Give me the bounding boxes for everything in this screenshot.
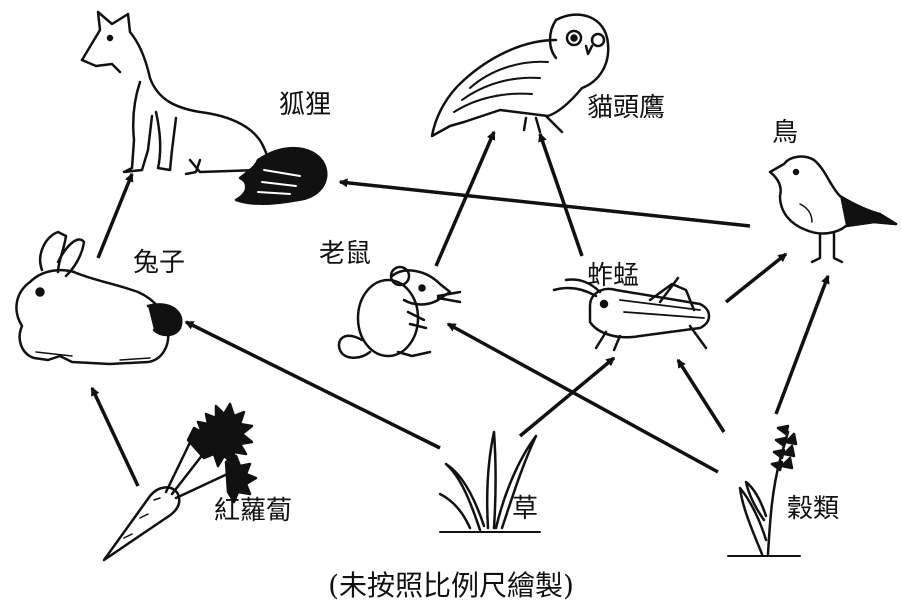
label-bird: 鳥	[772, 118, 799, 148]
grasshopper-illustration	[552, 276, 711, 352]
arrow-grain-to-mouse	[446, 322, 719, 474]
arrow-bird-to-fox	[338, 178, 751, 228]
rabbit-illustration	[15, 230, 183, 366]
label-grass: 草	[512, 494, 539, 524]
arrow-grasshopper-to-bird	[724, 252, 788, 304]
arrow-grain-to-bird	[774, 274, 830, 415]
grass-illustration	[438, 430, 541, 533]
arrow-mouse-to-owl	[434, 130, 496, 267]
label-grain: 穀類	[787, 494, 840, 524]
label-mouse: 老鼠	[319, 239, 372, 269]
grain-illustration	[727, 424, 801, 557]
mouse-illustration	[337, 265, 462, 359]
label-grasshopper: 蚱蜢	[587, 261, 640, 291]
fox-illustration	[80, 10, 328, 205]
label-fox: 狐狸	[279, 90, 332, 120]
arrow-grass-to-rabbit	[184, 320, 441, 450]
scale-note-caption: (未按照比例尺繪製)	[328, 569, 574, 602]
label-rabbit: 兔子	[133, 248, 186, 278]
owl-illustration	[430, 13, 610, 138]
arrow-carrot-to-rabbit	[90, 386, 140, 487]
arrow-rabbit-to-fox	[96, 172, 134, 259]
bird-illustration	[768, 155, 898, 264]
carrot-illustration	[102, 402, 258, 562]
label-carrot: 紅蘿蔔	[214, 496, 293, 526]
arrow-grain-to-grasshopper	[676, 358, 726, 433]
arrow-grass-to-grasshopper	[518, 356, 616, 438]
label-owl: 貓頭鷹	[587, 93, 666, 123]
arrow-grasshopper-to-owl	[538, 132, 584, 257]
arrows-group	[90, 130, 830, 487]
